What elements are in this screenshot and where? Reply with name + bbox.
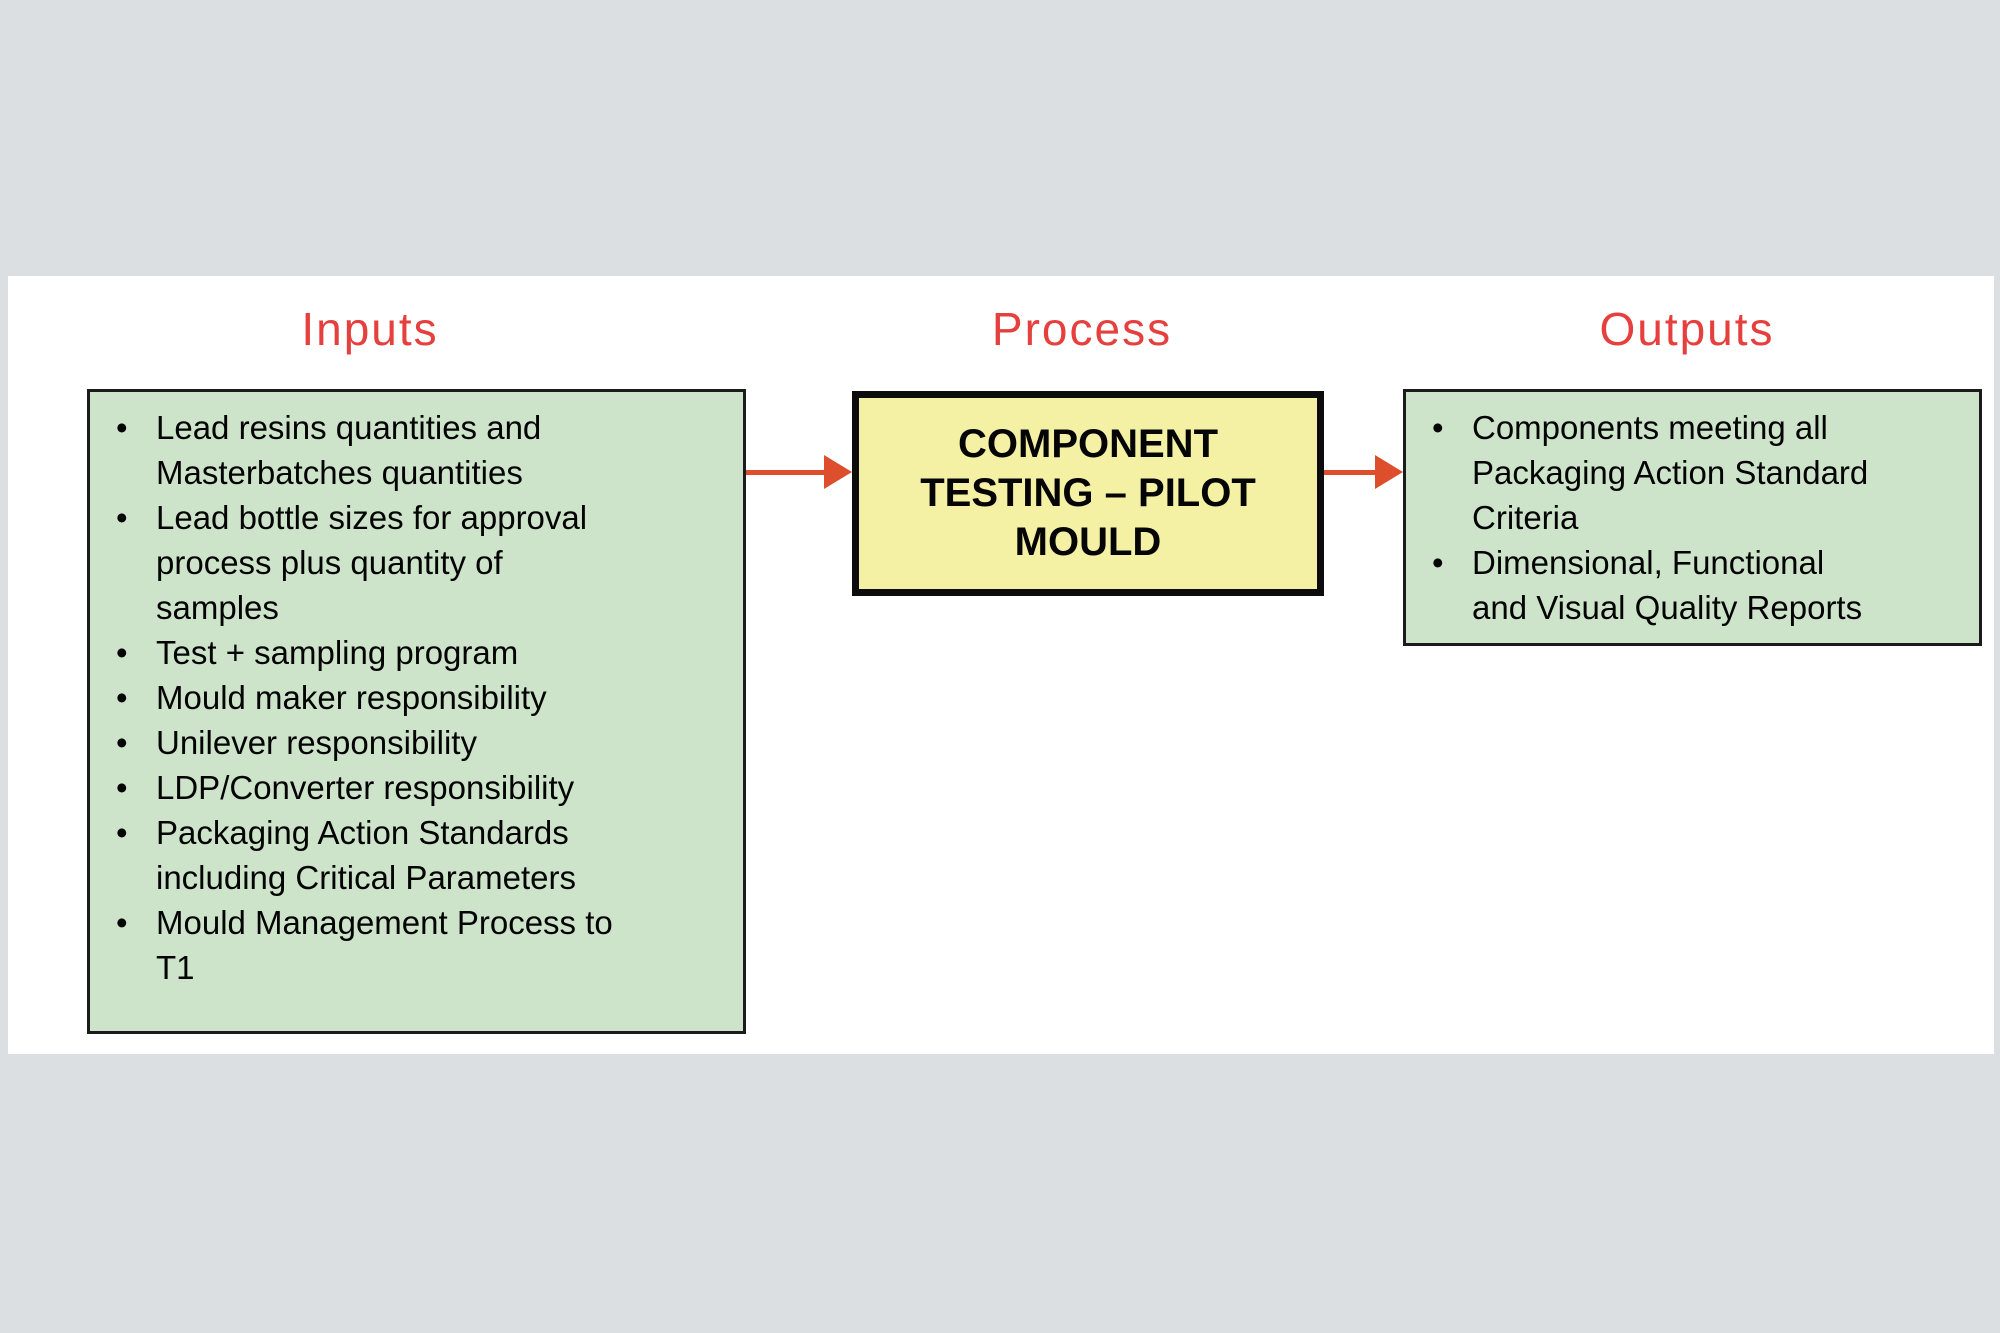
process-heading: Process — [991, 303, 1173, 355]
arrow-line — [1324, 470, 1375, 475]
arrow-head-icon — [1375, 455, 1403, 489]
inputs-heading: Inputs — [301, 303, 439, 355]
inputs-box: Lead resins quantities and Masterbatches… — [87, 389, 746, 1034]
list-item: Lead resins quantities and Masterbatches… — [112, 405, 729, 495]
process-box: COMPONENT TESTING – PILOT MOULD — [852, 391, 1324, 596]
list-item: Test + sampling program — [112, 630, 729, 675]
outputs-box: Components meeting all Packaging Action … — [1403, 389, 1982, 646]
list-item: Mould maker responsibility — [112, 675, 729, 720]
inputs-bullet-list: Lead resins quantities and Masterbatches… — [90, 392, 743, 990]
list-item: LDP/Converter responsibility — [112, 765, 729, 810]
list-item: Unilever responsibility — [112, 720, 729, 765]
list-item: Components meeting all Packaging Action … — [1428, 405, 1965, 540]
arrow-head-icon — [824, 455, 852, 489]
arrow-line — [746, 470, 824, 475]
list-item: Mould Management Process to T1 — [112, 900, 729, 990]
slide-background: Inputs Process Outputs Lead resins quant… — [8, 276, 1994, 1054]
outputs-bullet-list: Components meeting all Packaging Action … — [1406, 392, 1979, 630]
list-item: Packaging Action Standards including Cri… — [112, 810, 729, 900]
list-item: Dimensional, Functional and Visual Quali… — [1428, 540, 1965, 630]
outputs-heading: Outputs — [1599, 303, 1775, 355]
list-item: Lead bottle sizes for approval process p… — [112, 495, 729, 630]
